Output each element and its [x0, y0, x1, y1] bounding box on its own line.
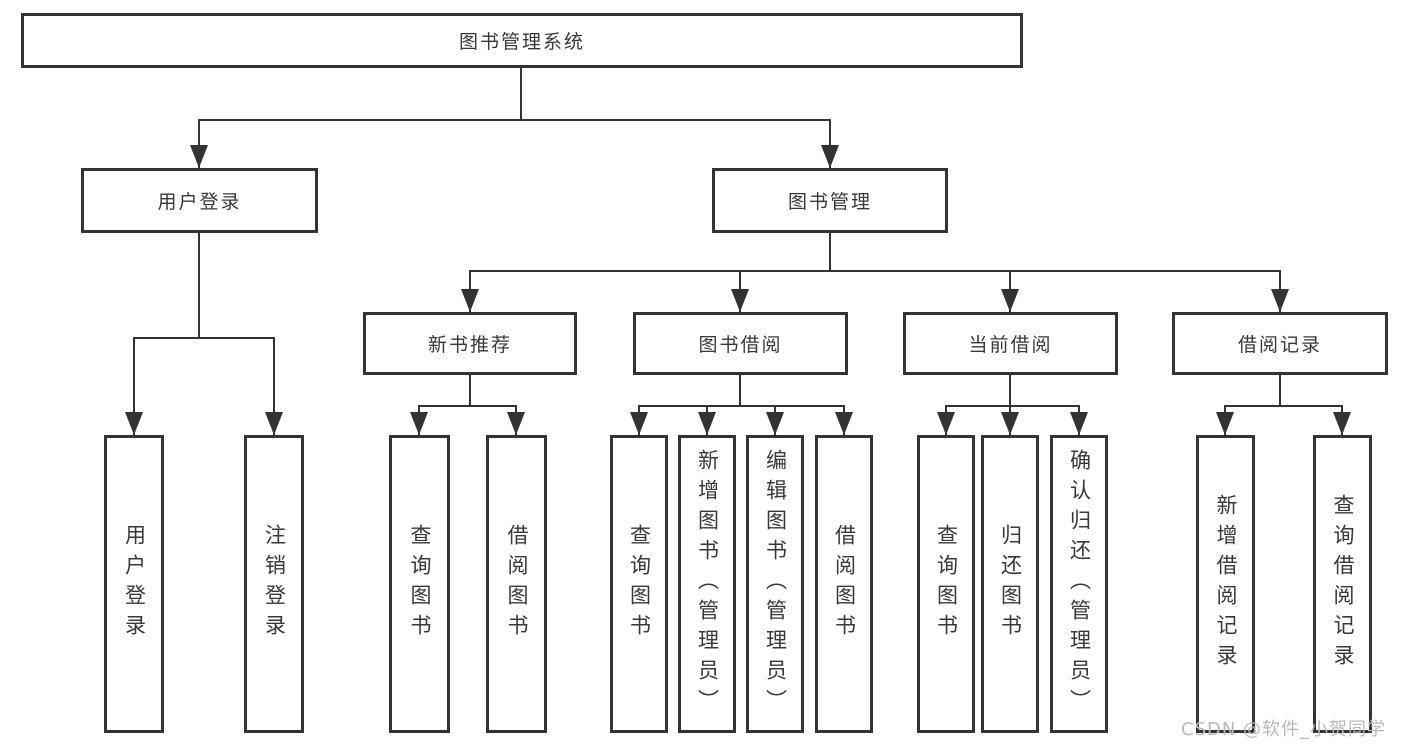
- arrow-down-icon: [1001, 289, 1019, 312]
- connector-line: [418, 405, 517, 407]
- leaf-borrow-book-2-label: 借阅图书: [832, 524, 857, 644]
- leaf-user-login: 用户登录: [104, 435, 164, 733]
- node-user-login-label: 用户登录: [157, 191, 242, 213]
- arrow-down-icon: [1333, 412, 1351, 435]
- connector-line: [273, 337, 275, 435]
- arrow-down-icon: [1070, 412, 1088, 435]
- arrow-down-icon: [821, 145, 839, 168]
- connector-line: [1009, 375, 1011, 407]
- arrow-down-icon: [265, 412, 283, 435]
- leaf-confirm-return-admin: 确认归还（管理员）: [1050, 435, 1108, 733]
- arrow-down-icon: [698, 412, 716, 435]
- leaf-query-book-1-label: 查询图书: [408, 524, 432, 644]
- connector-line: [829, 119, 831, 168]
- leaf-logout-label: 注销登录: [262, 524, 287, 644]
- node-root-label: 图书管理系统: [458, 31, 585, 53]
- connector-line: [469, 270, 1281, 272]
- node-root: 图书管理系统: [21, 13, 1023, 68]
- leaf-query-book-2-label: 查询图书: [627, 524, 652, 644]
- node-borrow-record: 借阅记录: [1172, 312, 1388, 375]
- arrow-down-icon: [507, 412, 525, 435]
- connector-line: [133, 337, 135, 435]
- node-book-management: 图书管理: [712, 168, 948, 233]
- node-book-management-label: 图书管理: [787, 191, 872, 213]
- node-book-borrow-label: 图书借阅: [698, 334, 783, 356]
- leaf-add-borrow-record: 新增借阅记录: [1196, 435, 1255, 733]
- leaf-add-book-admin: 新增图书（管理员）: [678, 435, 736, 733]
- leaf-query-book-3-label: 查询图书: [934, 524, 959, 644]
- node-book-borrow: 图书借阅: [633, 312, 848, 375]
- leaf-logout: 注销登录: [244, 435, 304, 733]
- leaf-query-book-1: 查询图书: [389, 435, 450, 733]
- arrow-down-icon: [1271, 289, 1289, 312]
- leaf-query-borrow-record-label: 查询借阅记录: [1331, 494, 1355, 674]
- connector-line: [739, 375, 741, 407]
- leaf-query-borrow-record: 查询借阅记录: [1313, 435, 1372, 733]
- watermark: CSDN @软件_小贺同学: [1181, 719, 1387, 740]
- arrow-down-icon: [461, 289, 479, 312]
- arrow-down-icon: [1001, 412, 1019, 435]
- connector-line: [1224, 405, 1343, 407]
- leaf-add-book-admin-label: 新增图书（管理员）: [695, 449, 720, 719]
- leaf-borrow-book-1: 借阅图书: [486, 435, 547, 733]
- leaf-return-book-label: 归还图书: [998, 524, 1023, 644]
- arrow-down-icon: [766, 412, 784, 435]
- leaf-edit-book-admin-label: 编辑图书（管理员）: [763, 449, 788, 719]
- connector-line: [829, 233, 831, 272]
- arrow-down-icon: [410, 412, 428, 435]
- connector-line: [945, 405, 1080, 407]
- arrow-down-icon: [1216, 412, 1234, 435]
- leaf-confirm-return-admin-label: 确认归还（管理员）: [1067, 449, 1092, 719]
- leaf-user-login-label: 用户登录: [122, 524, 147, 644]
- node-borrow-record-label: 借阅记录: [1237, 334, 1322, 356]
- arrow-down-icon: [937, 412, 955, 435]
- connector-line: [198, 233, 200, 339]
- node-new-book-recommend-label: 新书推荐: [427, 334, 512, 356]
- node-new-book-recommend: 新书推荐: [363, 312, 577, 375]
- connector-line: [1279, 375, 1281, 407]
- leaf-query-book-2: 查询图书: [610, 435, 668, 733]
- leaf-add-borrow-record-label: 新增借阅记录: [1214, 494, 1238, 674]
- arrow-down-icon: [835, 412, 853, 435]
- leaf-edit-book-admin: 编辑图书（管理员）: [746, 435, 804, 733]
- connector-line: [469, 375, 471, 407]
- connector-line: [133, 337, 275, 339]
- leaf-return-book: 归还图书: [981, 435, 1039, 733]
- node-current-borrow-label: 当前借阅: [968, 334, 1053, 356]
- arrow-down-icon: [630, 412, 648, 435]
- arrow-down-icon: [125, 412, 143, 435]
- node-current-borrow: 当前借阅: [903, 312, 1118, 375]
- node-user-login: 用户登录: [81, 168, 318, 233]
- arrow-down-icon: [731, 289, 749, 312]
- connector-line: [638, 405, 845, 407]
- connector-line: [198, 119, 200, 168]
- leaf-borrow-book-2: 借阅图书: [815, 435, 873, 733]
- connector-line: [520, 68, 522, 121]
- arrow-down-icon: [190, 145, 208, 168]
- leaf-borrow-book-1-label: 借阅图书: [505, 524, 529, 644]
- connector-line: [198, 119, 831, 121]
- leaf-query-book-3: 查询图书: [917, 435, 975, 733]
